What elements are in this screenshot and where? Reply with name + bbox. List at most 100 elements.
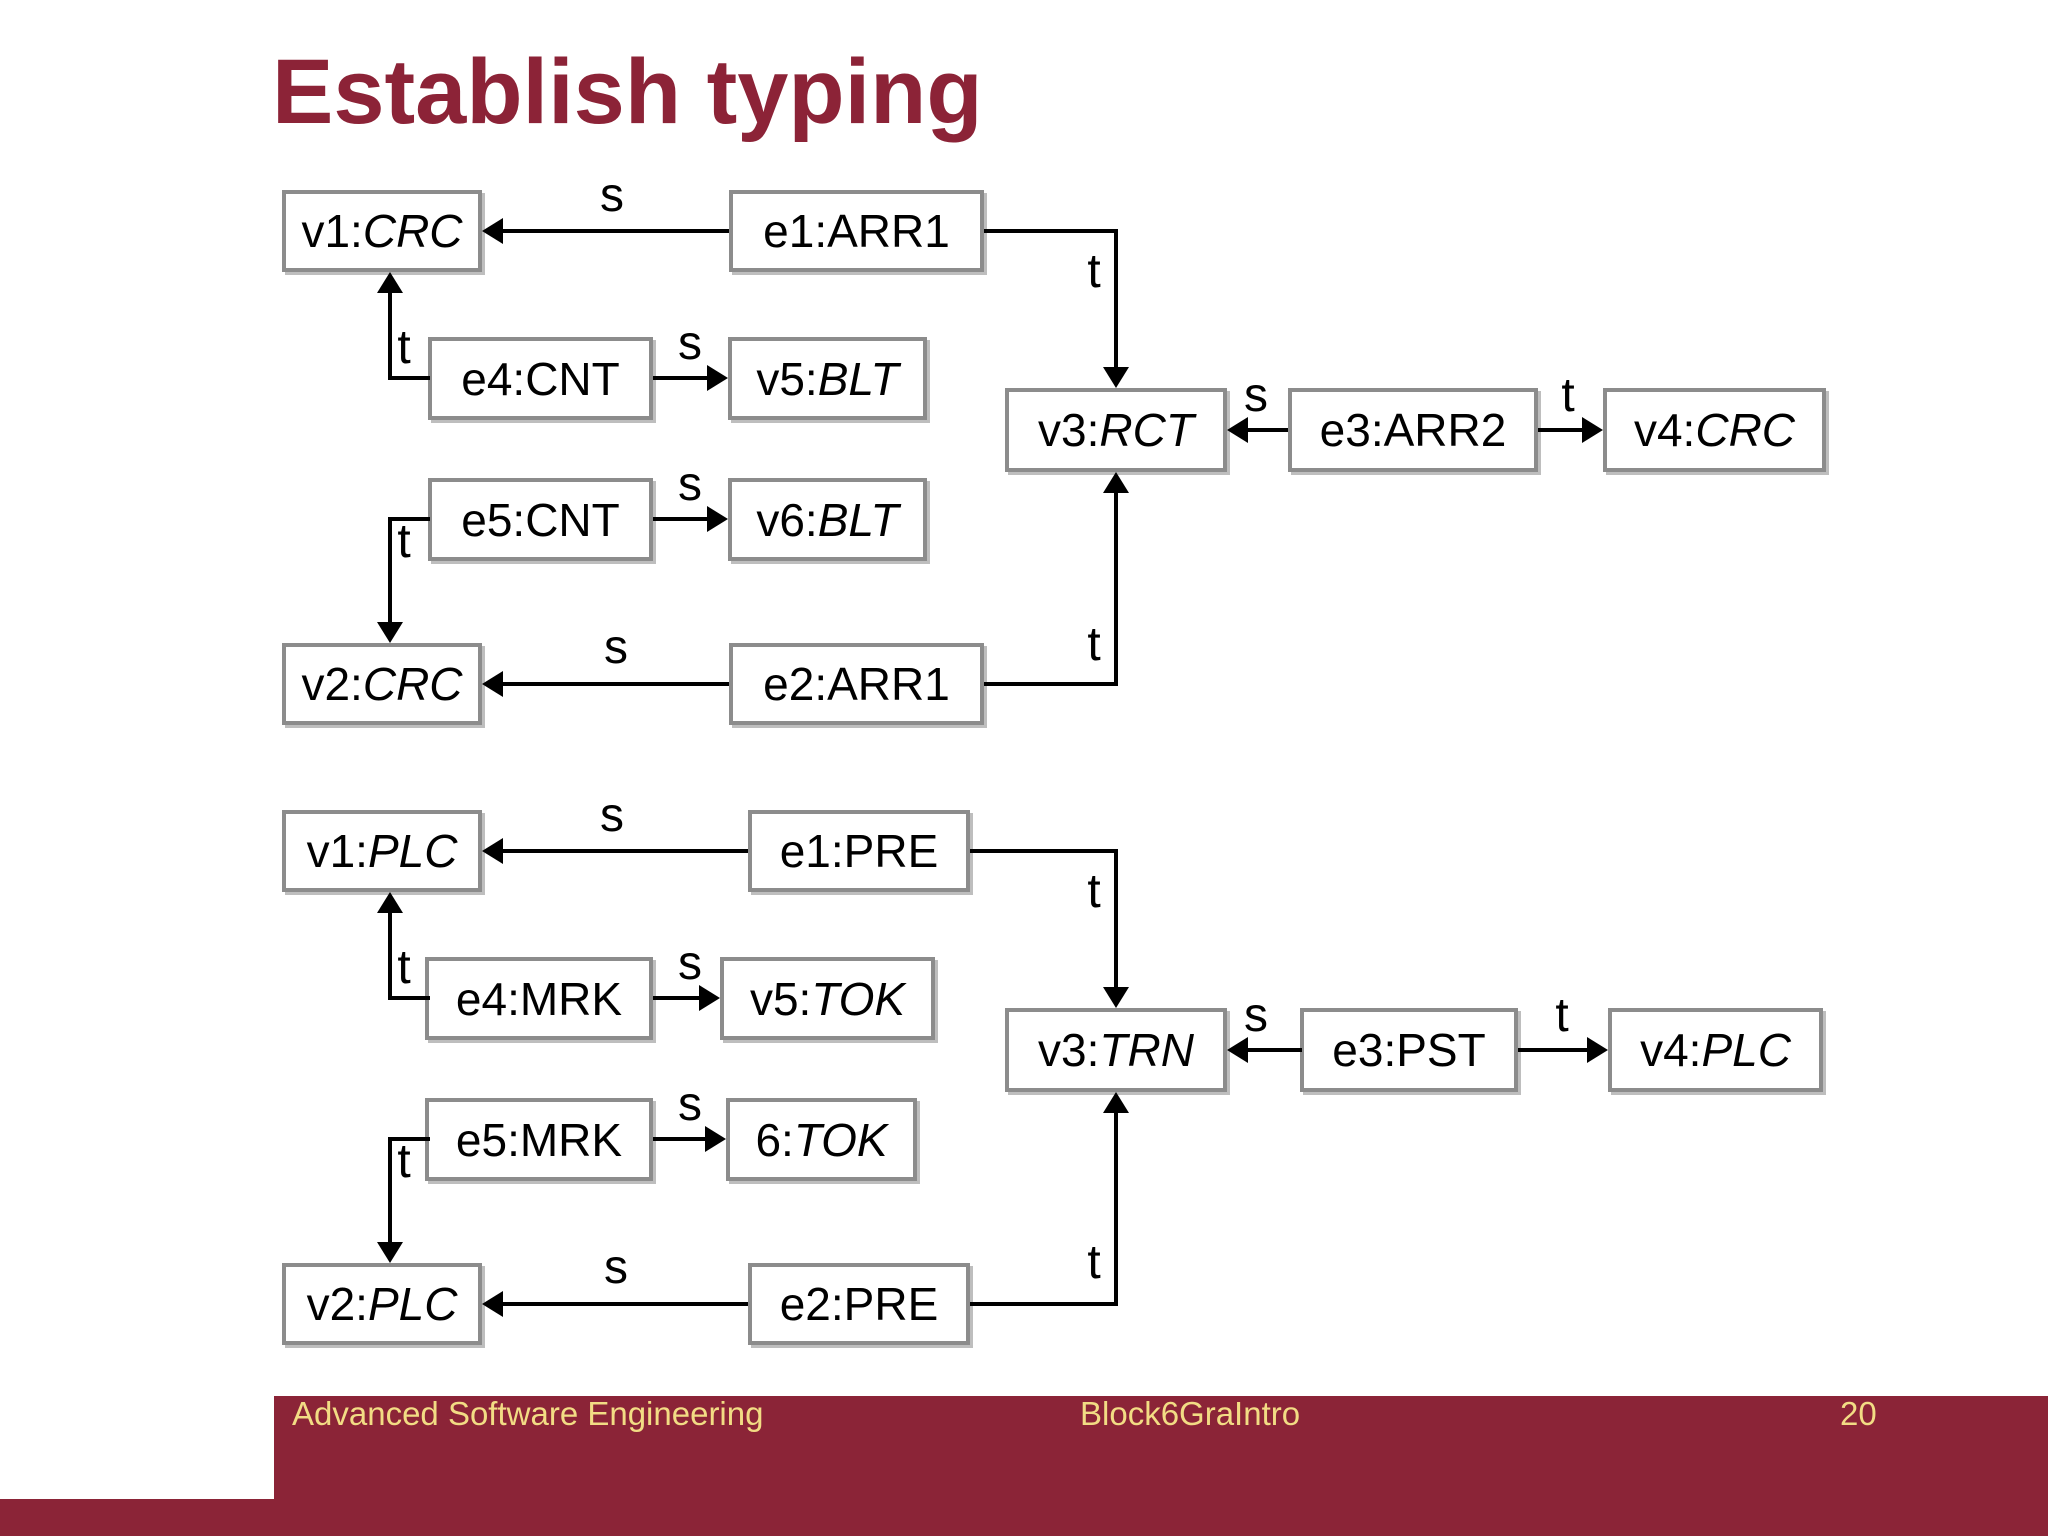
node-label-prefix: 6: <box>755 1113 794 1166</box>
edge-label-t-e2-t-v3: t <box>1087 1236 1101 1289</box>
node-label-prefix: v4: <box>1640 1024 1702 1076</box>
node-label-prefix: e1: <box>779 825 844 877</box>
node-label-prefix: v4: <box>1633 404 1696 456</box>
arrowhead-up-icon <box>377 272 403 293</box>
node-e1-PRE: e1:PRE <box>748 810 970 892</box>
edge-segment-e4-s-v5 <box>653 376 710 380</box>
node-label-type: ARR2 <box>1383 404 1507 456</box>
edge-segment-e2-s-v2 <box>500 1302 748 1306</box>
node-v3-RCT: v3:RCT <box>1005 388 1227 472</box>
edge-segment-e1-s-v1 <box>500 229 729 233</box>
node-label-type: PLC <box>1701 1024 1791 1076</box>
node-label-prefix: e3: <box>1319 404 1384 456</box>
edge-segment-e4-t-v1 <box>388 376 430 380</box>
arrowhead-right-icon <box>1587 1037 1608 1063</box>
footer-course-name: Advanced Software Engineering <box>292 1395 764 1432</box>
node-label-prefix: v1: <box>306 825 368 877</box>
arrowhead-up-icon <box>1103 472 1129 493</box>
arrowhead-up-icon <box>1103 1092 1129 1113</box>
edge-segment-e3-t-v4 <box>1538 428 1585 432</box>
footer-bar-lower-strip <box>0 1499 2048 1536</box>
node-label-type: PLC <box>367 825 458 877</box>
node-label-type: TOK <box>811 972 906 1025</box>
edge-label-s-e5-s-v6: s <box>678 458 702 511</box>
node-label-prefix: e4: <box>455 972 520 1025</box>
node-v4-PLC: v4:PLC <box>1608 1008 1823 1092</box>
node-e4-MRK: e4:MRK <box>425 957 653 1040</box>
node-label-type: CRC <box>362 205 463 257</box>
node-label-prefix: e1: <box>763 205 828 257</box>
node-label-type: ARR1 <box>827 658 950 710</box>
node-label-type: RCT <box>1099 404 1194 456</box>
node-label-prefix: v2: <box>301 658 363 710</box>
arrowhead-down-icon <box>1103 367 1129 388</box>
edge-label-t-e3-t-v4: t <box>1561 369 1575 422</box>
edge-segment-e3-s-v3 <box>1245 428 1288 432</box>
arrowhead-right-icon <box>1582 417 1603 443</box>
node-v3-TRN: v3:TRN <box>1005 1008 1227 1092</box>
edge-segment-e2-t-v3 <box>1114 492 1118 686</box>
footer-deck-name: Block6GraIntro <box>1080 1395 1301 1432</box>
edge-segment-e1-t-v3 <box>984 229 1118 233</box>
node-v6-BLT: v6:BLT <box>728 478 927 561</box>
edge-segment-e1-s-v1 <box>500 849 748 853</box>
node-label-prefix: v2: <box>306 1278 368 1330</box>
edge-segment-e2-s-v2 <box>500 682 729 686</box>
edge-segment-e4-t-v1 <box>388 292 392 380</box>
arrowhead-right-icon <box>707 506 728 532</box>
edge-segment-e5-s-v6 <box>653 1137 708 1141</box>
edge-segment-e4-t-v1 <box>388 996 430 1000</box>
arrowhead-right-icon <box>707 365 728 391</box>
arrowhead-left-icon <box>482 838 503 864</box>
node-label-prefix: v6: <box>756 493 818 546</box>
edge-segment-e1-t-v3 <box>1114 849 1118 988</box>
node-v1-CRC: v1:CRC <box>282 190 482 272</box>
node-v2-CRC: v2:CRC <box>282 643 482 725</box>
node-label-prefix: e3: <box>1332 1024 1397 1076</box>
edge-segment-e5-t-v2 <box>388 517 392 623</box>
arrowhead-left-icon <box>482 671 503 697</box>
arrowhead-right-icon <box>705 1126 726 1152</box>
node-v5-TOK: v5:TOK <box>720 957 935 1040</box>
node-label-prefix: e5: <box>455 1113 520 1166</box>
node-e5-CNT: e5:CNT <box>428 478 653 561</box>
edge-segment-e3-s-v3 <box>1245 1048 1302 1052</box>
edge-segment-e2-t-v3 <box>984 682 1118 686</box>
node-label-type: CRC <box>362 658 463 710</box>
node-v4-CRC: v4:CRC <box>1603 388 1826 472</box>
node-label-type: TOK <box>793 1113 888 1166</box>
node-e3-ARR2: e3:ARR2 <box>1288 388 1538 472</box>
node-v2-PLC: v2:PLC <box>282 1263 482 1345</box>
node-label-type: PLC <box>367 1278 458 1330</box>
node-label-prefix: e5: <box>461 493 526 546</box>
node-label-prefix: e2: <box>779 1278 844 1330</box>
edge-segment-e1-t-v3 <box>1114 229 1118 368</box>
node-label-prefix: v3: <box>1038 1024 1100 1076</box>
node-e3-PST: e3:PST <box>1300 1008 1518 1092</box>
node-e1-ARR1: e1:ARR1 <box>729 190 984 272</box>
edge-label-t-e4-t-v1: t <box>397 941 411 994</box>
edge-segment-e5-t-v2 <box>388 1137 430 1141</box>
edge-label-s-e2-s-v2: s <box>604 621 628 674</box>
edge-label-t-e3-t-v4: t <box>1555 989 1569 1042</box>
node-label-type: PRE <box>843 825 939 877</box>
arrowhead-left-icon <box>482 218 503 244</box>
node-e4-CNT: e4:CNT <box>428 337 653 420</box>
arrowhead-right-icon <box>699 985 720 1011</box>
edge-label-s-e2-s-v2: s <box>604 1241 628 1294</box>
edge-label-s-e5-s-v6: s <box>678 1078 702 1131</box>
node-label-type: BLT <box>817 352 899 405</box>
node-label-type: CNT <box>525 352 620 405</box>
node-label-type: TRN <box>1099 1024 1194 1076</box>
node-label-type: BLT <box>817 493 899 546</box>
edge-label-t-e5-t-v2: t <box>397 1135 411 1188</box>
node-label-type: MRK <box>519 972 623 1025</box>
arrowhead-down-icon <box>377 622 403 643</box>
edge-label-t-e1-t-v3: t <box>1087 865 1101 918</box>
edge-segment-e2-t-v3 <box>970 1302 1118 1306</box>
edge-label-t-e5-t-v2: t <box>397 515 411 568</box>
edge-label-t-e4-t-v1: t <box>397 321 411 374</box>
node-label-prefix: v1: <box>301 205 363 257</box>
node-e5-MRK: e5:MRK <box>425 1098 653 1181</box>
